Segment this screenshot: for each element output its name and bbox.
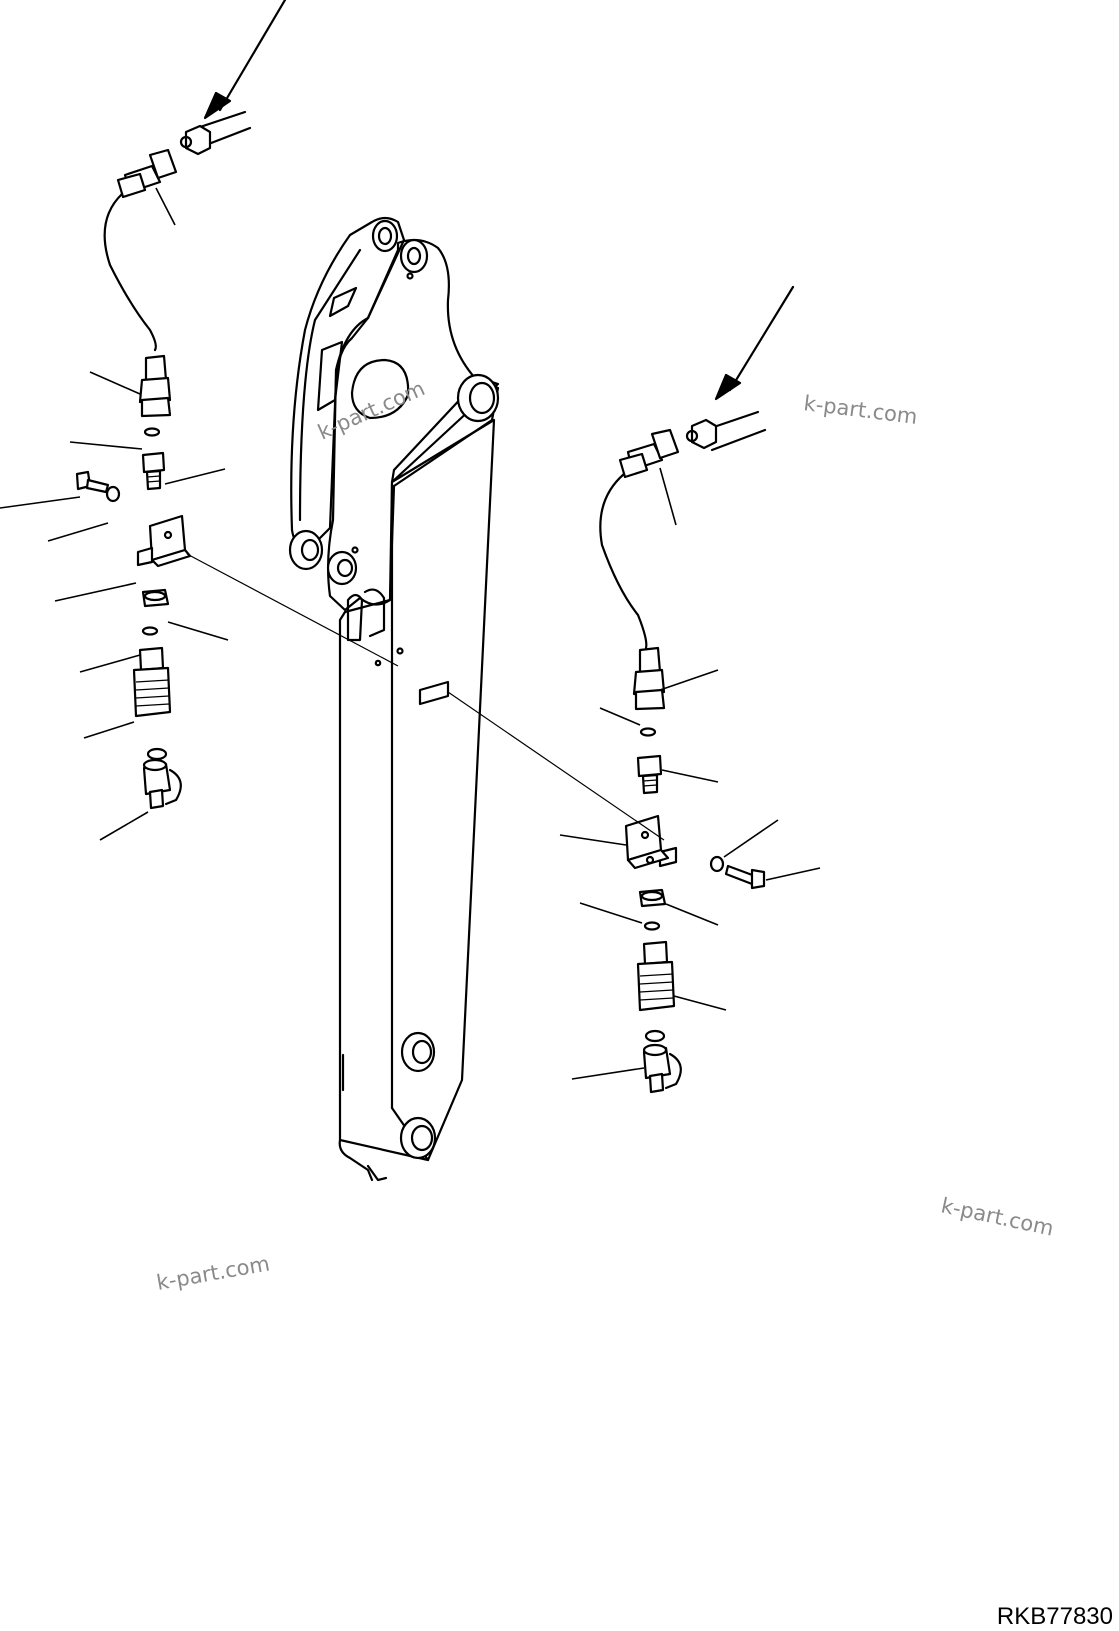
- watermark-2: k-part.com: [802, 391, 918, 429]
- left-direction-arrow: [220, 0, 285, 110]
- watermark-1: k-part.com: [314, 376, 428, 444]
- drawing-code: RKB77830: [997, 1603, 1113, 1630]
- watermark-4: k-part.com: [155, 1251, 272, 1294]
- right-direction-arrow: [730, 287, 793, 390]
- arm-structure: [290, 218, 498, 1180]
- left-hose-assembly: [0, 0, 398, 840]
- watermark-3: k-part.com: [939, 1193, 1056, 1240]
- right-hose-assembly: [448, 287, 820, 1092]
